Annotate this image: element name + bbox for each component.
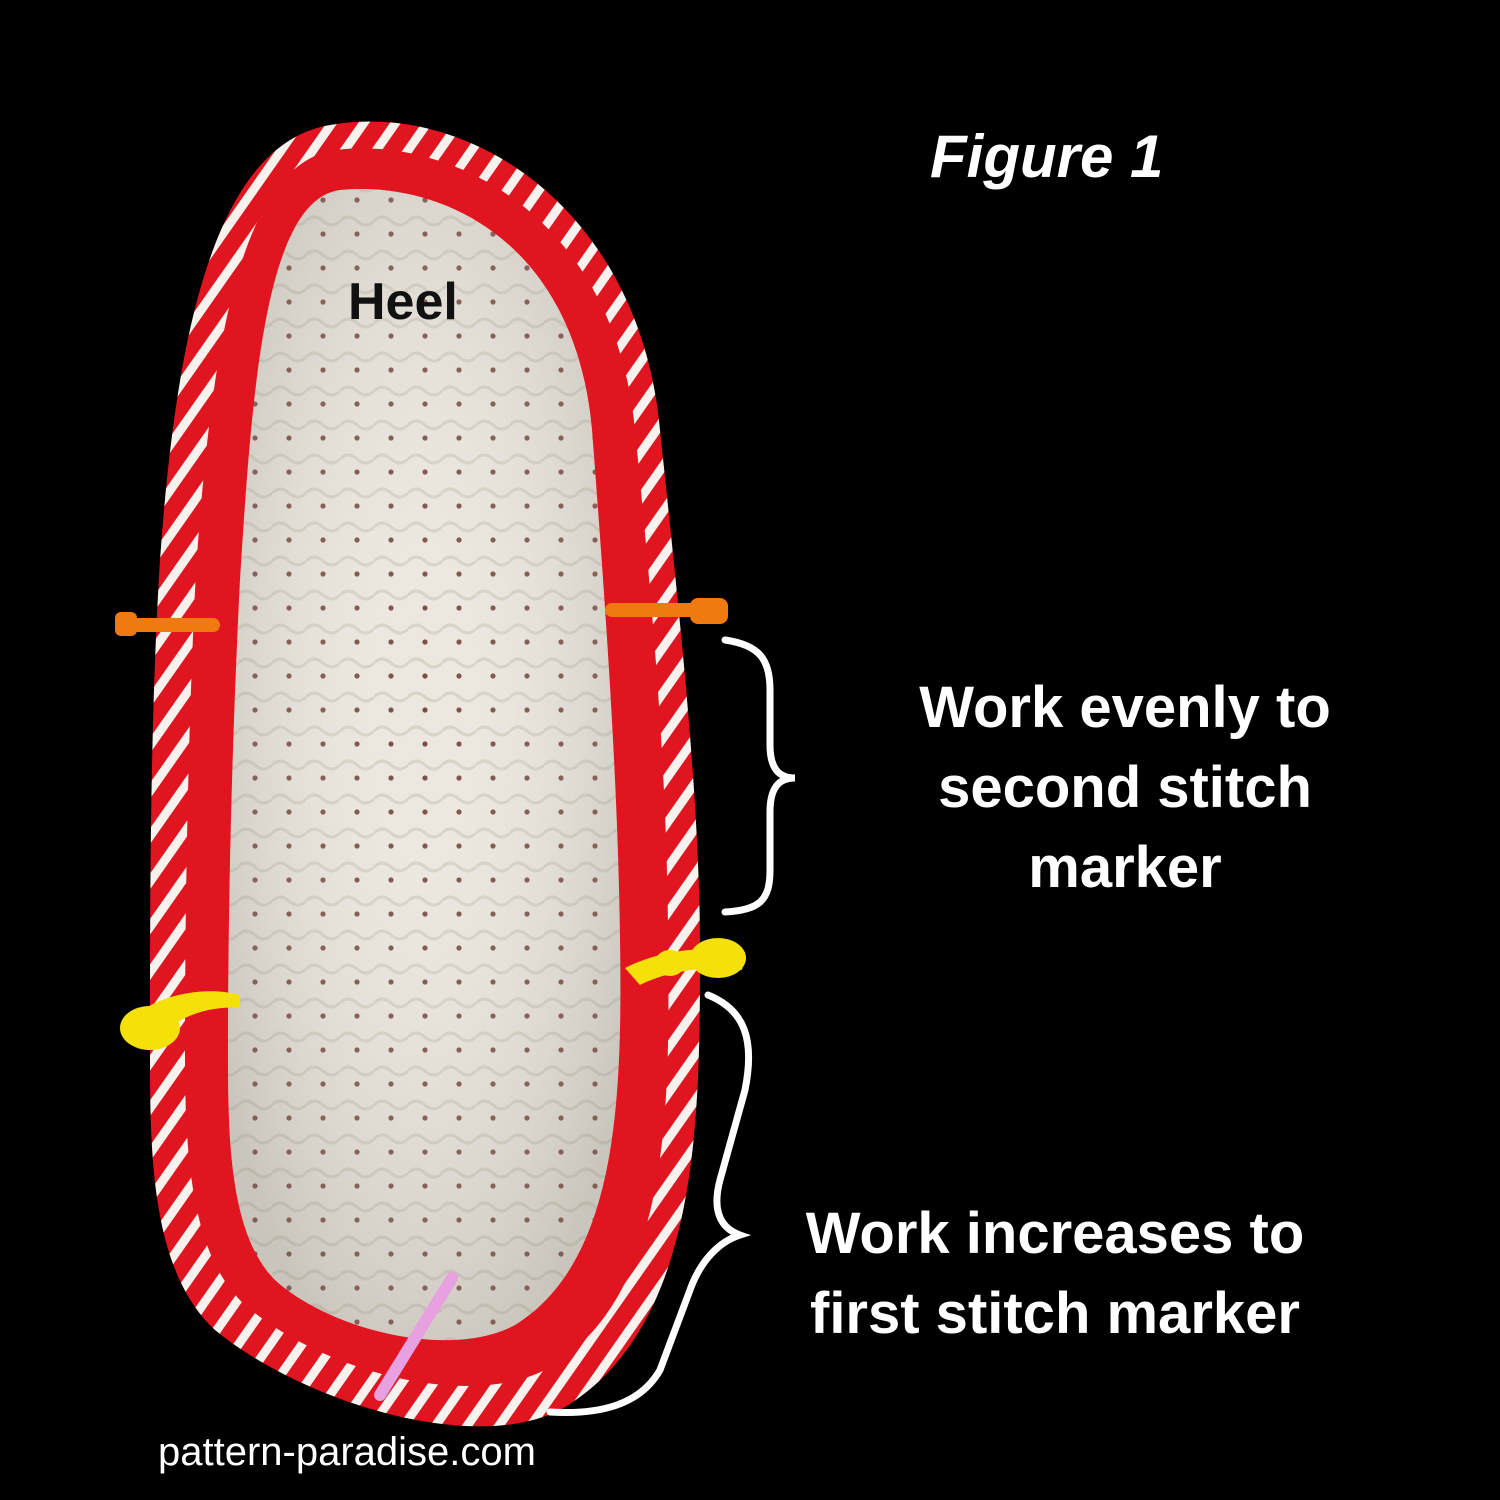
site-watermark: pattern-paradise.com — [158, 1430, 536, 1474]
pink-stitch-marker — [374, 1272, 458, 1401]
annotation-work-increases: Work increases to first stitch marker — [805, 1201, 1305, 1346]
orange-stitch-marker-right — [605, 598, 728, 624]
lower-curly-brace — [546, 991, 753, 1416]
yellow-stitch-marker-left — [120, 991, 240, 1050]
heel-label: Heel — [348, 273, 458, 331]
figure-title: Figure 1 — [930, 123, 1164, 190]
orange-stitch-marker-left — [115, 612, 220, 636]
upper-curly-brace — [721, 636, 796, 916]
annotation-work-evenly: Work evenly to second stitch marker — [919, 675, 1331, 900]
yellow-stitch-marker-right — [625, 938, 746, 985]
